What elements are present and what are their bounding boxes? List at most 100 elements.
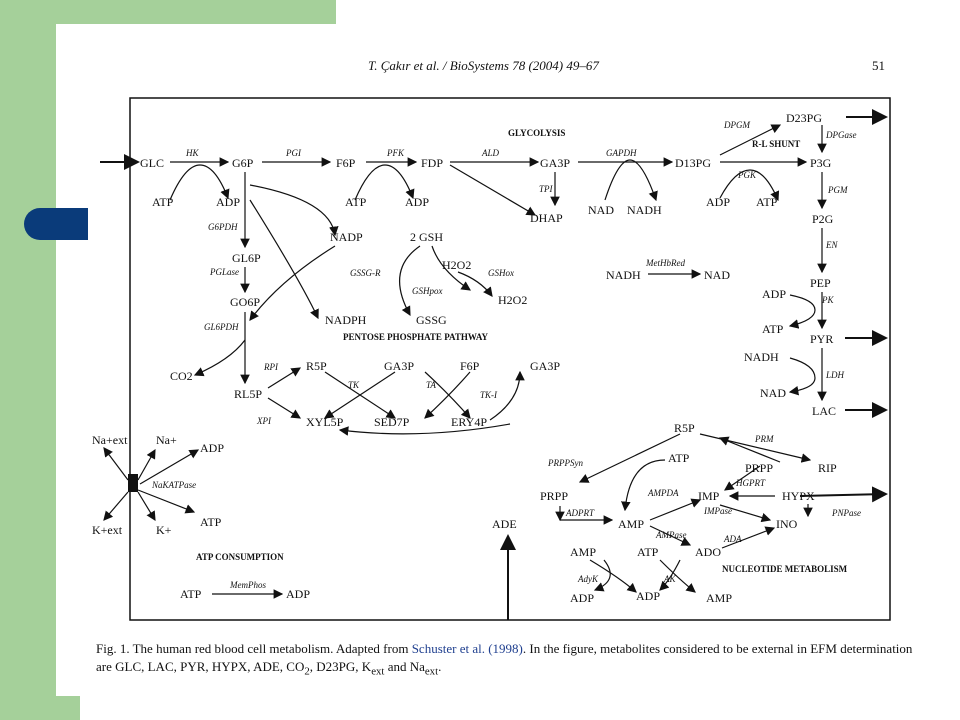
enz-prppsyn: PRPPSyn — [547, 458, 583, 468]
caption-citation-link[interactable]: Schuster et al. (1998) — [411, 641, 523, 656]
section-ppp: PENTOSE PHOSPHATE PATHWAY — [343, 332, 489, 342]
met-prpp: PRPP — [540, 489, 568, 503]
section-rl-shunt: R-L SHUNT — [752, 139, 800, 149]
caption-body-2: , D23PG, K — [309, 659, 372, 674]
enz-adyk: AdyK — [577, 574, 599, 584]
met-adp: ADP — [636, 589, 660, 603]
enz-tk-i: TK-I — [480, 390, 498, 400]
met-nad: NAD — [588, 203, 614, 217]
met-ga3p: GA3P — [384, 359, 414, 373]
enz-pnpase: PNPase — [831, 508, 861, 518]
enz-pk: PK — [821, 295, 834, 305]
enz-nakatpase: NaKATPase — [151, 480, 196, 490]
enz-adprt: ADPRT — [565, 508, 595, 518]
enz-tpi: TPI — [539, 184, 554, 194]
enz-g6pdh: G6PDH — [208, 222, 238, 232]
met-atp: ATP — [637, 545, 659, 559]
met-nad: NAD — [704, 268, 730, 282]
met-amp: AMP — [570, 545, 596, 559]
met-h2o2: H2O2 — [498, 293, 527, 307]
met-ga3p: GA3P — [540, 156, 570, 170]
running-header-citation: T. Çakır et al. / BioSystems 78 (2004) 4… — [368, 58, 599, 73]
enz-xpi: XPI — [256, 416, 272, 426]
met-fdp: FDP — [421, 156, 443, 170]
enz-memphos: MemPhos — [229, 580, 266, 590]
enz-rpi: RPI — [263, 362, 279, 372]
met-nadh: NADH — [606, 268, 641, 282]
enz-gssgr: GSSG-R — [350, 268, 381, 278]
caption-lead: Fig. 1. The human red blood cell metabol… — [96, 641, 412, 656]
met-prpp: PRPP — [745, 461, 773, 475]
enz-tk: TK — [348, 380, 360, 390]
met-adp: ADP — [286, 587, 310, 601]
met-ade: ADE — [492, 517, 517, 531]
met-k: K+ — [156, 523, 172, 537]
slide-accent-left — [0, 0, 56, 720]
section-atp-consumption: ATP CONSUMPTION — [196, 552, 284, 562]
met-nadh: NADH — [744, 350, 779, 364]
enz-pgk: PGK — [737, 170, 757, 180]
met-d13pg: D13PG — [675, 156, 711, 170]
enz-ampda: AMPDA — [647, 488, 679, 498]
enz-ald: ALD — [481, 148, 500, 158]
met-nadph: NADPH — [325, 313, 367, 327]
met-adp: ADP — [200, 441, 224, 455]
met-atp: ATP — [756, 195, 778, 209]
enz-pgm: PGM — [827, 185, 848, 195]
met-hypx: HYPX — [782, 489, 815, 503]
slide-accent-top — [0, 0, 336, 24]
met-adp: ADP — [570, 591, 594, 605]
slide-tab-decoration — [24, 208, 88, 240]
met-atp: ATP — [762, 322, 784, 336]
met-r5p: R5P — [306, 359, 327, 373]
enz-gshpox: GSHpox — [412, 286, 443, 296]
enz-gl6pdh: GL6PDH — [204, 322, 239, 332]
met-atp: ATP — [152, 195, 174, 209]
enz-dpgm: DPGM — [723, 120, 750, 130]
nakatpase-pump — [128, 474, 138, 492]
met-ga3p: GA3P — [530, 359, 560, 373]
met-amp: AMP — [618, 517, 644, 531]
met-gl6p: GL6P — [232, 251, 261, 265]
met-xyl5p: XYL5P — [306, 415, 344, 429]
reaction-arrows — [100, 109, 888, 620]
enz-hgprt: HGPRT — [735, 478, 766, 488]
enz-methbred: MetHbRed — [645, 258, 685, 268]
enz-dpgase: DPGase — [825, 130, 857, 140]
met-rl5p: RL5P — [234, 387, 262, 401]
met-amp: AMP — [706, 591, 732, 605]
slide-accent-bottom — [0, 696, 80, 720]
met-ery4p: ERY4P — [451, 415, 487, 429]
caption-body: . In the figure, metabolites considered … — [96, 641, 913, 674]
section-glycolysis: GLYCOLYSIS — [508, 128, 565, 138]
met-f6p: F6P — [336, 156, 356, 170]
met-go6p: GO6P — [230, 295, 260, 309]
met-atp: ATP — [668, 451, 690, 465]
enz-gapdh: GAPDH — [606, 148, 637, 158]
met-p3g: P3G — [810, 156, 832, 170]
met-ado: ADO — [695, 545, 721, 559]
met-atp: ATP — [180, 587, 202, 601]
met-rip: RIP — [818, 461, 837, 475]
section-nucleotide: NUCLEOTIDE METABOLISM — [722, 564, 848, 574]
met-2gsh: 2 GSH — [410, 230, 443, 244]
met-nadp: NADP — [330, 230, 363, 244]
met-adp: ADP — [762, 287, 786, 301]
enz-pglase: PGLase — [209, 267, 239, 277]
met-adp: ADP — [405, 195, 429, 209]
enz-pfk: PFK — [386, 148, 405, 158]
met-d23pg: D23PG — [786, 111, 822, 125]
met-glc: GLC — [140, 156, 164, 170]
met-adp: ADP — [216, 195, 240, 209]
enz-gshox: GSHox — [488, 268, 514, 278]
met-imp: IMP — [698, 489, 720, 503]
met-pyr: PYR — [810, 332, 833, 346]
met-nadh: NADH — [627, 203, 662, 217]
met-ino: INO — [776, 517, 798, 531]
figure-frame — [129, 97, 891, 621]
met-na: Na+ — [156, 433, 177, 447]
figure-caption: Fig. 1. The human red blood cell metabol… — [96, 641, 913, 678]
met-p2g: P2G — [812, 212, 834, 226]
enz-pgi: PGI — [285, 148, 302, 158]
